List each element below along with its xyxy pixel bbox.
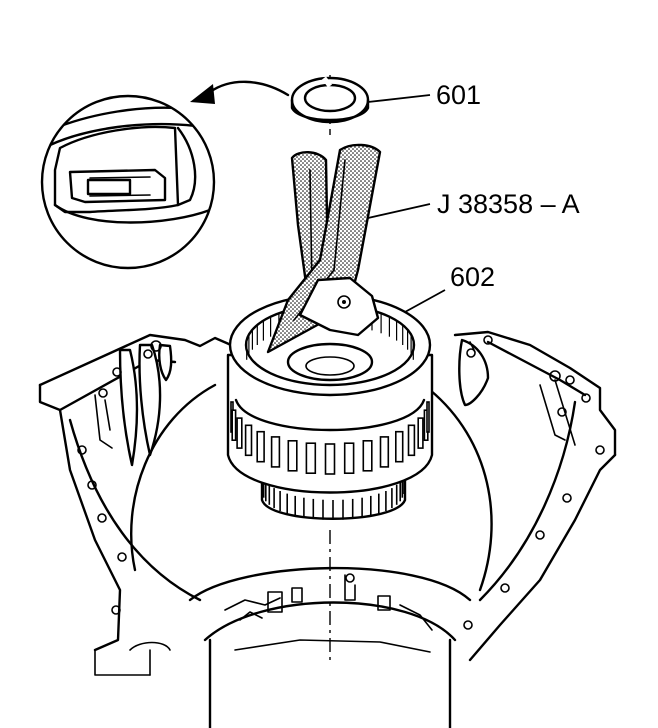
drum-spline <box>379 436 390 468</box>
drum-spline <box>426 401 430 433</box>
label-tool: J 38358 – A <box>437 189 580 219</box>
drum-splines <box>230 401 430 475</box>
leader-602 <box>404 289 446 313</box>
drum-spline <box>407 424 416 457</box>
drum-spline <box>244 424 253 457</box>
clutch-housing-602 <box>226 293 434 520</box>
detail-arrow <box>190 80 290 104</box>
leader-601 <box>367 94 431 103</box>
drum-spline <box>394 430 404 463</box>
label-601: 601 <box>436 80 481 110</box>
snap-ring-601 <box>290 76 370 124</box>
drum-spline <box>362 439 373 472</box>
drum-spline <box>417 417 424 449</box>
leader-tool <box>367 203 431 219</box>
drum-spline <box>343 442 355 475</box>
installer-tool-j38358a <box>266 143 382 354</box>
transmission-case <box>38 330 617 728</box>
drum-spline <box>256 430 265 463</box>
drum-spline <box>287 439 298 472</box>
lower-gear-teeth <box>262 474 404 520</box>
drum-spline <box>236 417 243 449</box>
detail-magnified-view <box>40 94 216 270</box>
drum-spline <box>305 442 317 475</box>
drum-spline <box>270 436 281 468</box>
drum-spline <box>324 443 336 475</box>
label-602: 602 <box>450 262 495 292</box>
drum-spline <box>231 409 237 442</box>
